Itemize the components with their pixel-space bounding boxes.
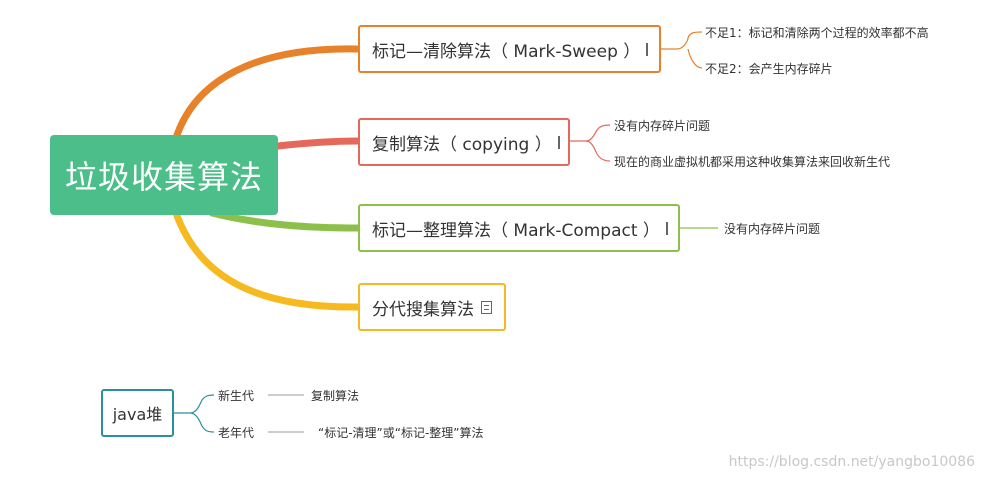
connector-root-branch2 xyxy=(274,137,362,150)
leaf-copying-commercial-vm[interactable]: 现在的商业虚拟机都采用这种收集算法来回收新生代 xyxy=(614,155,891,169)
branch-mark-sweep[interactable]: 标记—清除算法（ Mark-Sweep ） xyxy=(358,25,661,73)
branch-mark-compact[interactable]: 标记—整理算法（ Mark-Compact ） xyxy=(358,204,680,252)
note-icon[interactable] xyxy=(557,135,560,149)
branch-label: 标记—清除算法（ Mark-Sweep ） xyxy=(372,41,641,62)
java-heap-node[interactable]: java堆 xyxy=(101,389,174,437)
branch-generational[interactable]: 分代搜集算法 xyxy=(358,283,506,331)
root-node[interactable]: 垃圾收集算法 xyxy=(50,135,278,215)
connector-root-branch3 xyxy=(208,209,362,232)
leaf-old-generation-algorithm[interactable]: “标记-清理”或“标记-整理”算法 xyxy=(318,426,484,440)
leaf-young-generation[interactable]: 新生代 xyxy=(218,389,255,403)
branch-label: 分代搜集算法 xyxy=(372,299,474,320)
connector-branch1-leaves xyxy=(661,31,703,69)
branch-label: 标记—整理算法（ Mark-Compact ） xyxy=(372,220,660,241)
branch-copying[interactable]: 复制算法（ copying ） xyxy=(358,118,570,166)
leaf-mark-compact-no-fragment[interactable]: 没有内存碎片问题 xyxy=(724,222,821,236)
leaf-young-generation-algorithm[interactable]: 复制算法 xyxy=(311,389,360,403)
watermark: https://blog.csdn.net/yangbo10086 xyxy=(728,454,975,470)
leaf-old-generation[interactable]: 老年代 xyxy=(218,426,255,440)
note-icon[interactable] xyxy=(665,221,668,235)
leaf-mark-sweep-drawback-2[interactable]: 不足2：会产生内存碎片 xyxy=(705,62,833,76)
java-heap-label: java堆 xyxy=(112,405,163,424)
branch-label: 复制算法（ copying ） xyxy=(372,134,552,155)
connector-heap-generations xyxy=(174,394,215,433)
connector-branch2-leaves xyxy=(570,124,611,162)
connector-root-branch1 xyxy=(172,45,362,142)
leaf-copying-no-fragment[interactable]: 没有内存碎片问题 xyxy=(614,119,711,133)
leaf-mark-sweep-drawback-1[interactable]: 不足1：标记和清除两个过程的效率都不高 xyxy=(705,26,929,40)
root-label: 垃圾收集算法 xyxy=(64,158,263,196)
note-icon[interactable] xyxy=(481,300,492,314)
connector-root-branch4 xyxy=(172,209,362,311)
note-icon[interactable] xyxy=(646,42,649,56)
